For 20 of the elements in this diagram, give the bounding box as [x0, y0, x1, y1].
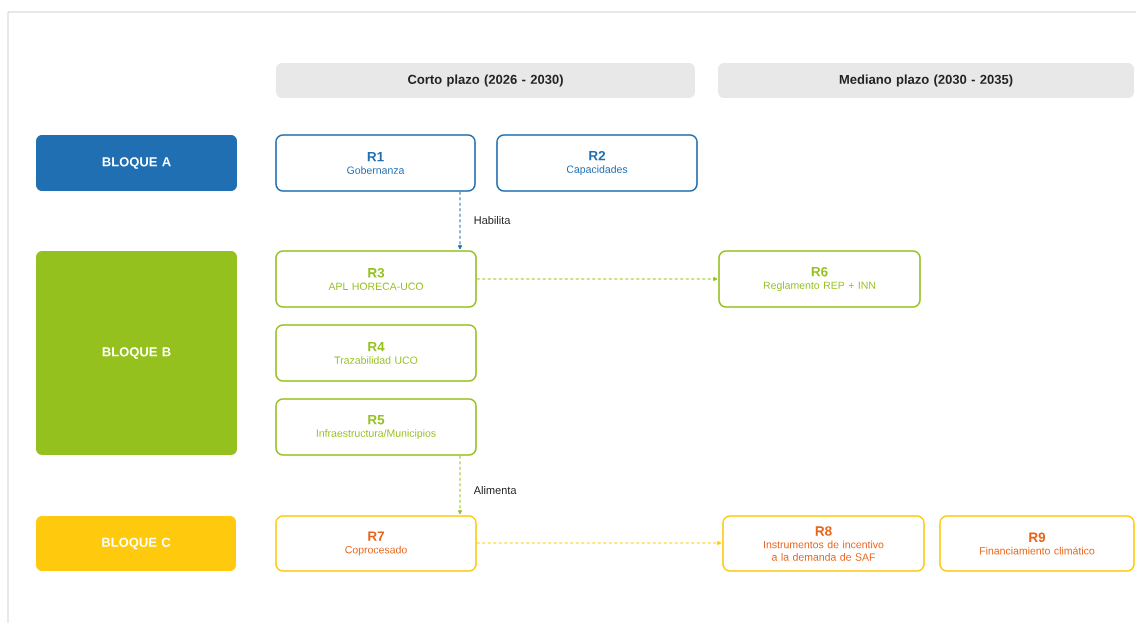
recommendation-box: R4 Trazabilidad UCO	[275, 324, 477, 382]
recommendation-box: R8 Instrumentos de incentivo a la demanda de SAF	[722, 515, 925, 572]
recommendation-box: R5 Infraestructura/Municipios	[275, 398, 477, 456]
edge-label: Alimenta	[472, 484, 518, 496]
recommendation-box: R1 Gobernanza	[275, 134, 476, 192]
recommendation-box: R7 Coprocesado	[275, 515, 477, 572]
arrow	[457, 455, 463, 515]
arrow	[476, 276, 718, 282]
arrow	[457, 191, 463, 250]
edge-label: Habilita	[472, 214, 512, 226]
block-label: BLOQUE B	[36, 251, 237, 455]
block-label: BLOQUE C	[36, 516, 236, 571]
recommendation-box: R2 Capacidades	[496, 134, 698, 192]
period-header: Corto plazo (2026 - 2030)	[276, 63, 695, 98]
recommendation-box: R3 APL HORECA-UCO	[275, 250, 477, 308]
recommendation-box: R6 Reglamento REP + INN	[718, 250, 921, 308]
period-header: Mediano plazo (2030 - 2035)	[718, 63, 1134, 98]
block-label: BLOQUE A	[36, 135, 237, 191]
arrow	[476, 540, 722, 546]
recommendation-box: R9 Financiamiento climático	[939, 515, 1135, 572]
